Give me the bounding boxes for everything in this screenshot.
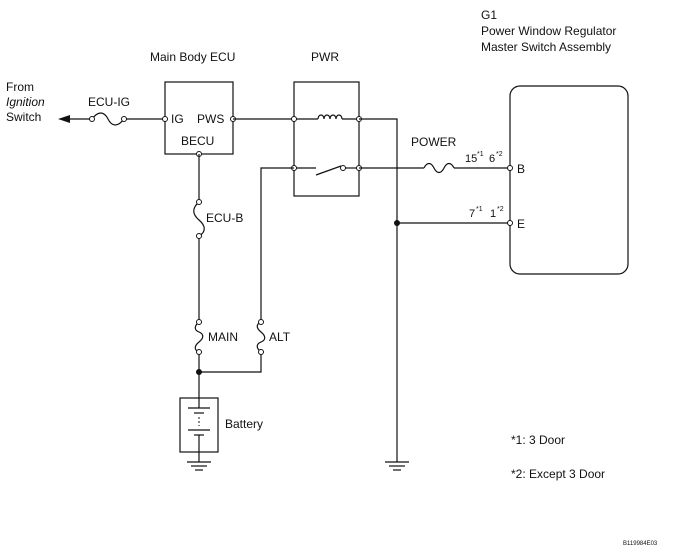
relay-switch-contact [340, 165, 346, 171]
power-fuse-wire [359, 162, 510, 174]
pin-b-3door-mark: *1 [477, 151, 484, 158]
alt-fuse-terminal-bottom [258, 349, 264, 355]
figure-code: B119984E03 [623, 541, 658, 547]
ecu-ig-fuse-terminal-left [89, 116, 95, 122]
pin-b-label: B [517, 162, 525, 176]
ecu-b-fuse-terminal-bottom [196, 233, 202, 239]
g1-master-switch-box [509, 85, 629, 275]
main-fuse-label: MAIN [208, 330, 238, 344]
battery-ground [187, 452, 211, 471]
pin-b-other-mark: *2 [496, 151, 503, 158]
ecu-b-fuse-terminal-top [196, 199, 202, 205]
pwr-relay-title: PWR [311, 50, 339, 64]
switch-label: Switch [6, 110, 41, 124]
power-fuse-label: POWER [411, 135, 457, 149]
from-label: From [6, 80, 34, 94]
g1-label: G1 [481, 8, 497, 22]
note-3door: *1: 3 Door [511, 433, 565, 447]
ecu-ig-fuse-terminal-right [121, 116, 127, 122]
main-fuse-terminal-top [196, 319, 202, 325]
assembly-title-line2: Master Switch Assembly [481, 40, 611, 54]
ignition-input-wire [58, 112, 165, 126]
alt-fuse-label: ALT [269, 330, 291, 344]
alt-wire [199, 167, 294, 373]
pwr-relay-box [293, 81, 360, 197]
relay-coil-terminal-in [291, 116, 297, 122]
note-except-3door: *2: Except 3 Door [511, 467, 605, 481]
alt-fuse-terminal-top [258, 319, 264, 325]
ig-pin-label: IG [171, 112, 184, 126]
relay-coil [294, 114, 359, 120]
pin-e-other-mark: *2 [497, 206, 504, 213]
main-body-ecu-title: Main Body ECU [150, 50, 235, 64]
assembly-title-line1: Power Window Regulator [481, 24, 616, 38]
ecu-b-fuse-label: ECU-B [206, 211, 243, 225]
pin-e-label: E [517, 217, 525, 231]
pin-b-terminal [507, 165, 513, 171]
pin-e-3door-mark: *1 [476, 206, 483, 213]
becu-wire [193, 154, 205, 398]
pin-b-other-number: 6 [489, 153, 495, 165]
battery-cells [188, 398, 210, 452]
relay-switch [294, 165, 359, 176]
main-fuse-terminal-bottom [196, 349, 202, 355]
battery-junction [196, 369, 202, 375]
pws-pin-label: PWS [197, 112, 224, 126]
pin-e-3door-number: 7 [469, 208, 475, 220]
ignition-label: Ignition [6, 95, 45, 109]
battery-label: Battery [225, 417, 263, 431]
pin-b-3door-number: 15 [465, 153, 477, 165]
pin-e-other-number: 1 [490, 208, 496, 220]
ground-wire [359, 118, 409, 471]
ecu-ig-fuse-label: ECU-IG [88, 95, 130, 109]
pin-e-terminal [507, 220, 513, 226]
ig-terminal [162, 116, 168, 122]
becu-pin-label: BECU [181, 134, 214, 148]
